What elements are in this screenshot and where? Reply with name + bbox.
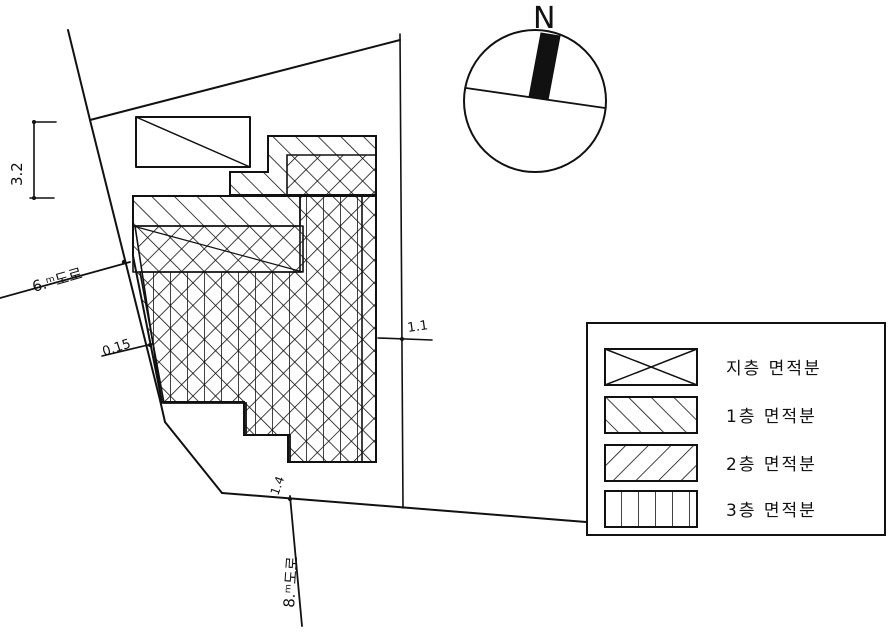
legend-label: 1층 면적분 <box>726 407 817 427</box>
legend: 지층 면적분 1층 면적분 2층 면적분 3층 면적분 <box>586 322 886 536</box>
legend-item-basement: 지층 면적분 <box>588 346 884 390</box>
north-arrow-icon <box>528 32 561 101</box>
dimension-top-left: 3.2 <box>8 120 57 200</box>
road-left: 6.ᵐ도로 <box>0 259 131 299</box>
vertical-hatch-icon <box>604 490 698 528</box>
dimension-top-left-label: 3.2 <box>8 162 26 186</box>
north-compass: N <box>463 1 607 173</box>
cross-box-icon <box>604 348 698 386</box>
north-label: N <box>533 1 555 36</box>
dimension-right-setback-label: 1.1 <box>406 318 429 336</box>
legend-item-floor-3: 3층 면적분 <box>588 488 884 532</box>
legend-item-floor-2: 2층 면적분 <box>588 442 884 486</box>
back-diagonal-hatch-icon <box>604 396 698 434</box>
site-boundary <box>67 29 587 523</box>
legend-label: 지층 면적분 <box>726 359 822 379</box>
legend-label: 3층 면적분 <box>726 501 817 521</box>
floor-3-area <box>139 195 363 463</box>
dimension-left-setback-label: 0.15 <box>101 337 133 360</box>
legend-label: 2층 면적분 <box>726 455 817 475</box>
road-left-label: 6.ᵐ도로 <box>30 264 84 295</box>
road-bottom-label: 8.ᵐ도로 <box>280 556 302 609</box>
dimension-bottom-setback-label: 1.4 <box>268 474 288 497</box>
road-bottom: 8.ᵐ도로 <box>280 495 303 627</box>
legend-item-floor-1: 1층 면적분 <box>588 394 884 438</box>
dimension-right-setback: 1.1 <box>377 318 433 341</box>
basement-footprint <box>135 116 251 168</box>
forward-diagonal-hatch-icon <box>604 444 698 482</box>
